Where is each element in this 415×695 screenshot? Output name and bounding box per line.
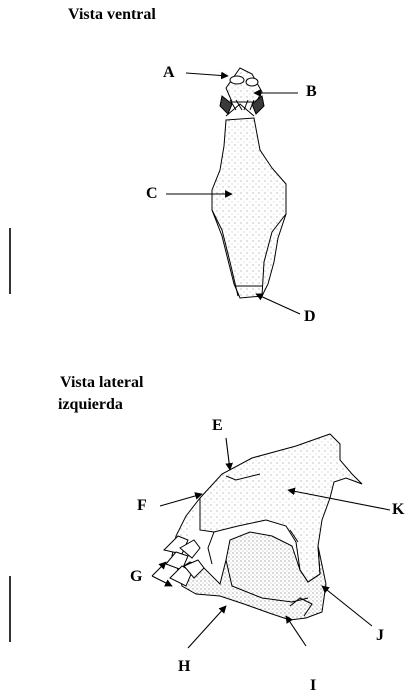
label-e: E	[212, 418, 223, 434]
label-b: B	[306, 84, 317, 100]
lateral-view-title-line2: izquierda	[58, 396, 123, 414]
label-i: I	[310, 678, 316, 694]
label-c: C	[146, 186, 158, 202]
lateral-view-title-line1: Vista lateral	[60, 374, 143, 392]
label-h: H	[178, 659, 190, 675]
lateral-specimen	[164, 434, 362, 620]
label-a: A	[163, 65, 175, 81]
ventral-specimen	[212, 68, 286, 298]
label-k: K	[392, 502, 404, 518]
label-j: J	[376, 628, 384, 644]
label-d: D	[304, 309, 316, 325]
label-f: F	[137, 498, 147, 514]
label-g: G	[130, 569, 142, 585]
ventral-view-title: Vista ventral	[68, 6, 156, 24]
